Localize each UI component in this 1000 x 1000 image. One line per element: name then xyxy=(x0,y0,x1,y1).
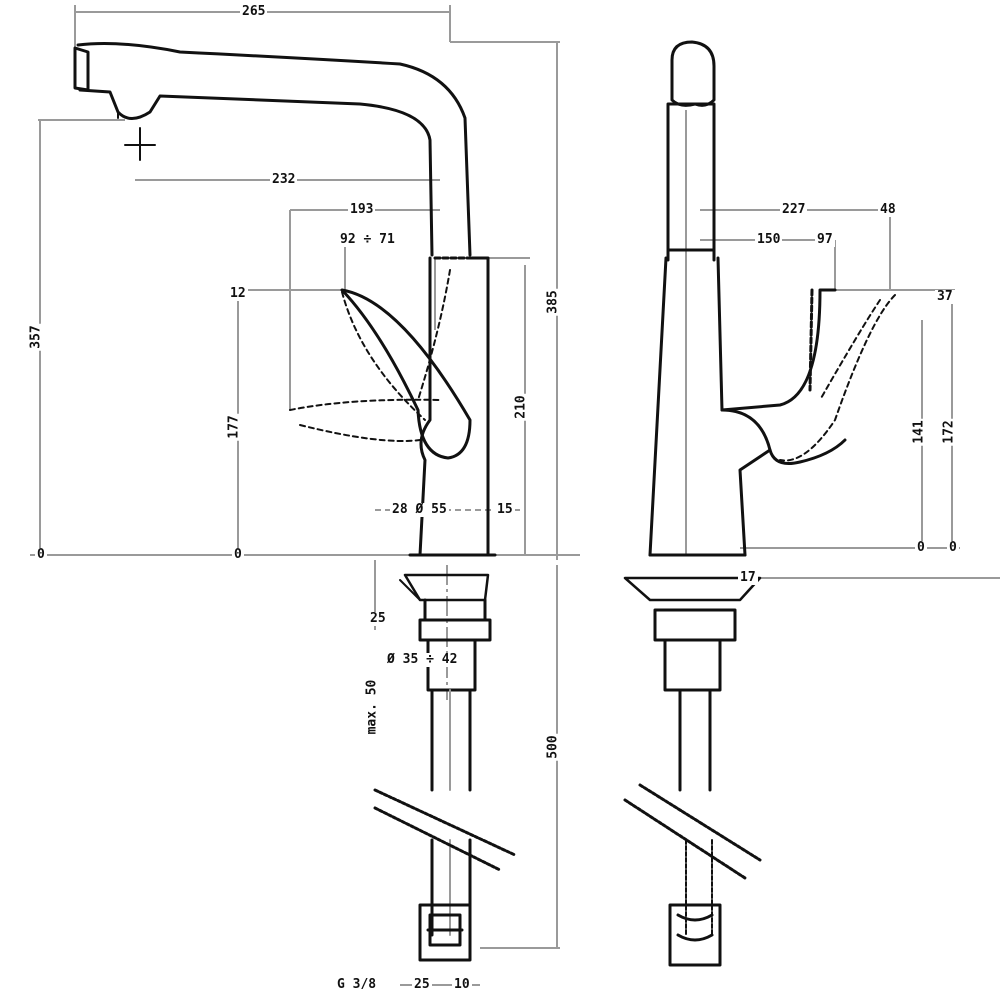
dim-spout-reach-total: 265 xyxy=(240,4,268,19)
dimension-lines xyxy=(30,5,1000,986)
dim-side-lever-top: 37 xyxy=(935,289,955,304)
dim-hose-length: 500 xyxy=(545,733,561,761)
dim-connection-a: 25 xyxy=(412,977,432,992)
dim-connection-b: 10 xyxy=(452,977,472,992)
dim-lever-range: 92 ÷ 71 xyxy=(338,232,397,247)
dim-side-depth-4: 48 xyxy=(878,202,898,217)
dim-outlet-height: 357 xyxy=(28,323,44,351)
dim-side-base: 17 xyxy=(738,570,758,585)
dim-hole-depth: 25 xyxy=(368,611,388,626)
dim-base: 28 Ø 55 xyxy=(390,502,449,517)
dim-side-zero-b: 0 xyxy=(947,540,959,555)
dim-zero-front-a: 0 xyxy=(35,547,47,562)
dim-side-height-1: 141 xyxy=(911,418,927,446)
dim-body-height-front: 210 xyxy=(513,393,529,421)
dim-connection-thread: G 3/8 xyxy=(335,977,379,992)
dim-lever-height-front: 177 xyxy=(226,413,242,441)
dim-side-zero-a: 0 xyxy=(915,540,927,555)
dim-max-thickness: max. 50 xyxy=(364,677,380,737)
dim-side-depth-3: 97 xyxy=(815,232,835,247)
dim-zero-front-b: 0 xyxy=(232,547,244,562)
side-view xyxy=(623,40,896,967)
dim-side-depth-1: 227 xyxy=(780,202,808,217)
front-view xyxy=(73,42,517,962)
dim-spout-reach-mid: 193 xyxy=(348,202,376,217)
dim-total-height: 385 xyxy=(545,288,561,316)
dim-spout-reach-outlet: 232 xyxy=(270,172,298,187)
dim-side-height-2: 172 xyxy=(941,418,957,446)
dim-base-right: 15 xyxy=(495,502,515,517)
dim-hole-diameter: Ø 35 ÷ 42 xyxy=(385,652,460,667)
dim-lever-offset-front: 12 xyxy=(228,286,248,301)
dim-side-depth-2: 150 xyxy=(755,232,783,247)
